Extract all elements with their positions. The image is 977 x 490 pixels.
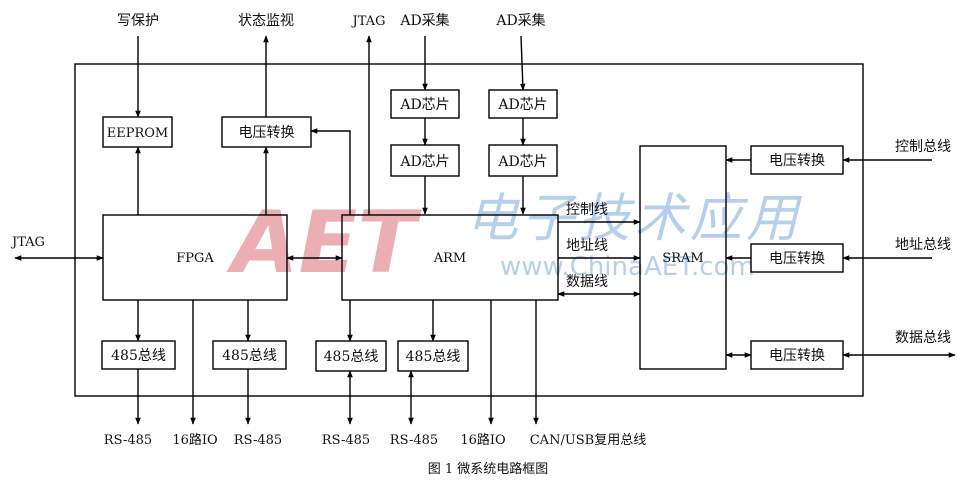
address-bus-label: 地址总线 — [895, 237, 951, 253]
control-line-label: 控制线 — [566, 202, 608, 218]
io16-output-a: 16路IO — [172, 432, 217, 448]
rs485-output-a: RS-485 — [104, 433, 152, 448]
watermark-url: www.ChinaAET.com — [500, 252, 755, 282]
jtag-left-label: JTAG — [10, 235, 45, 250]
rs485-bus-3-block: 485总线 — [315, 340, 387, 372]
voltage-converter-address-label: 电压转换 — [769, 250, 825, 267]
control-bus-label: 控制总线 — [895, 139, 951, 155]
voltage-converter-control-label: 电压转换 — [769, 152, 825, 169]
io16-output-b: 16路IO — [460, 432, 505, 448]
eeprom-block: EEPROM — [102, 116, 173, 148]
can-usb-label: CAN/USB复用总线 — [530, 433, 647, 448]
rs485-bus-2-label: 485总线 — [222, 348, 277, 364]
data-line-label: 数据线 — [566, 274, 608, 290]
ad-collect-1-label: AD采集 — [399, 12, 449, 29]
jtag-top-label: JTAG — [351, 14, 386, 29]
voltage-converter-data-label: 电压转换 — [769, 347, 825, 364]
ad-chip-2-label: AD芯片 — [497, 97, 547, 113]
voltage-converter-data-block: 电压转换 — [750, 340, 844, 370]
arm-block: ARM — [341, 214, 559, 301]
ad-chip-3-block: AD芯片 — [390, 144, 460, 177]
voltage-converter-top-label: 电压转换 — [239, 124, 295, 141]
rs485-bus-3-label: 485总线 — [324, 349, 379, 365]
ad-chip-1-block: AD芯片 — [390, 89, 460, 119]
write-protect-label: 写保护 — [117, 13, 159, 29]
rs485-bus-4-block: 485总线 — [397, 340, 469, 372]
fpga-block: FPGA — [102, 214, 288, 301]
watermark-chinese: 电子技术应用 — [466, 189, 803, 249]
rs485-bus-1-label: 485总线 — [111, 348, 166, 364]
arm-label: ARM — [433, 251, 467, 266]
ad-chip-1-label: AD芯片 — [399, 97, 449, 113]
sram-block: SRAM — [639, 145, 727, 370]
eeprom-label: EEPROM — [107, 126, 168, 141]
figure-caption: 图 1 微系统电路框图 — [428, 461, 549, 477]
voltage-converter-top-block: 电压转换 — [221, 116, 312, 148]
rs485-output-c: RS-485 — [322, 433, 370, 448]
voltage-converter-address-block: 电压转换 — [750, 243, 844, 273]
ad-chip-4-block: AD芯片 — [488, 144, 558, 177]
watermark-logo: AET — [226, 193, 422, 293]
status-monitor-label: 状态监视 — [238, 13, 294, 29]
address-line-label: 地址线 — [566, 238, 608, 254]
watermark: AET 电子技术应用 www.ChinaAET.com — [226, 189, 803, 293]
system-frame — [74, 63, 864, 397]
ad-collect-2-label: AD采集 — [495, 12, 545, 29]
rs485-bus-2-block: 485总线 — [212, 340, 287, 370]
rs485-bus-1-block: 485总线 — [101, 340, 176, 370]
voltage-converter-control-block: 电压转换 — [750, 145, 844, 175]
sram-label: SRAM — [662, 251, 703, 266]
ad-chip-3-label: AD芯片 — [399, 154, 449, 170]
rs485-output-d: RS-485 — [390, 433, 438, 448]
ad-chip-4-label: AD芯片 — [497, 154, 547, 170]
fpga-label: FPGA — [176, 251, 214, 266]
data-bus-label: 数据总线 — [895, 330, 951, 346]
ad-chip-2-block: AD芯片 — [488, 89, 558, 119]
rs485-output-b: RS-485 — [234, 433, 282, 448]
connection-lines — [14, 35, 956, 425]
rs485-bus-4-label: 485总线 — [406, 349, 461, 365]
